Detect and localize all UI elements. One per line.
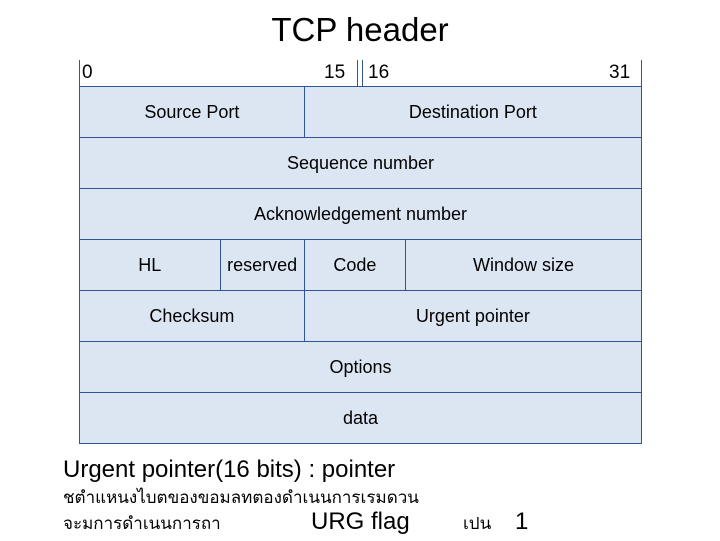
field-reserved: reserved xyxy=(219,239,305,291)
ruler-label-31: 31 xyxy=(609,62,631,83)
tcp-header-table: Source Port Destination Port Sequence nu… xyxy=(79,86,643,444)
field-code: Code xyxy=(303,239,406,291)
table-row: Acknowledgement number xyxy=(79,188,642,240)
description-block: Urgent pointer(16 bits) : pointer ชตำแหน… xyxy=(63,455,703,541)
description-line-3-thai-left: จะมการดำเนนการถา xyxy=(63,514,221,533)
ruler-tick-mark-left xyxy=(79,60,80,86)
table-row: Sequence number xyxy=(79,137,642,189)
ruler-tick-mark-mid-right xyxy=(362,60,363,86)
table-row: Source Port Destination Port xyxy=(79,86,643,138)
table-row: Checksum Urgent pointer xyxy=(79,290,643,342)
description-line-1: Urgent pointer(16 bits) : pointer xyxy=(63,456,396,483)
field-sequence-number: Sequence number xyxy=(79,137,642,189)
field-source-port: Source Port xyxy=(79,86,305,138)
field-data: data xyxy=(79,392,642,444)
ruler-tick-mark-mid-left xyxy=(357,60,358,86)
table-row: Options xyxy=(79,341,642,393)
field-options: Options xyxy=(79,341,642,393)
field-hl: HL xyxy=(79,239,221,291)
table-row: data xyxy=(79,392,642,444)
page-title: TCP header xyxy=(271,11,449,48)
field-destination-port: Destination Port xyxy=(303,86,643,138)
table-row: HL reserved Code Window size xyxy=(79,239,643,291)
description-line-3-value: 1 xyxy=(515,511,529,535)
ruler-label-15: 15 xyxy=(324,62,346,83)
field-window-size: Window size xyxy=(404,239,643,291)
description-line-3: จะมการดำเนนการถา URG flag เปน 1 xyxy=(63,511,703,541)
description-line-3-urg-flag: URG flag xyxy=(311,511,410,535)
bit-ruler: 0 15 16 31 xyxy=(79,60,642,86)
field-checksum: Checksum xyxy=(79,290,305,342)
description-line-2: ชตำแหนงไบตของขอมลทตองดำเนนการเรมดวน xyxy=(63,488,419,507)
description-line-3-thai-right: เปน xyxy=(463,514,492,533)
field-urgent-pointer: Urgent pointer xyxy=(303,290,643,342)
ruler-label-16: 16 xyxy=(368,62,390,83)
field-acknowledgement-number: Acknowledgement number xyxy=(79,188,642,240)
ruler-tick-mark-right xyxy=(641,60,642,86)
ruler-label-0: 0 xyxy=(82,62,93,83)
